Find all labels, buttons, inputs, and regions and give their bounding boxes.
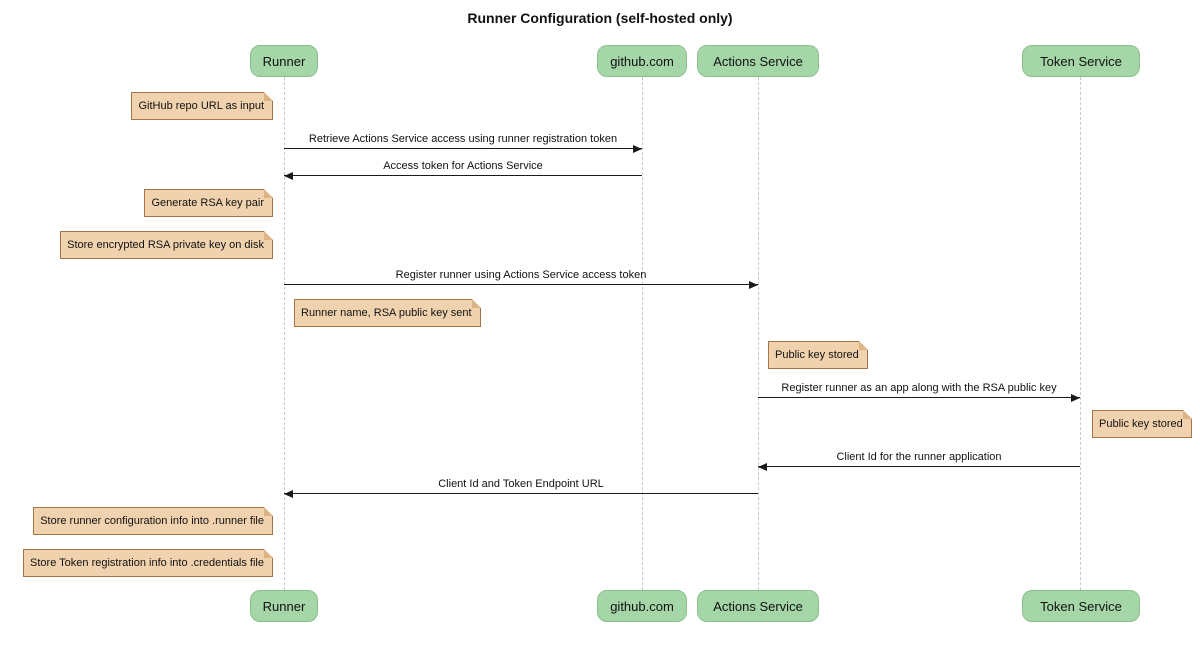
note-fold-icon <box>264 231 273 240</box>
message-line <box>284 490 758 498</box>
note-public-key-stored-actions: Public key stored <box>768 341 868 369</box>
note-fold-icon <box>264 507 273 516</box>
participant-actions-service-top: Actions Service <box>697 45 819 77</box>
note-public-key-stored-token: Public key stored <box>1092 410 1192 438</box>
participant-github-bottom: github.com <box>597 590 687 622</box>
message-label: Retrieve Actions Service access using ru… <box>308 133 618 145</box>
note-fold-icon <box>471 299 481 308</box>
message-label: Client Id and Token Endpoint URL <box>438 478 604 490</box>
arrowhead-left-icon <box>284 490 293 498</box>
message-line <box>284 281 758 289</box>
note-fold-icon <box>264 92 273 101</box>
note-text: Public key stored <box>775 349 859 361</box>
note-store-runner-file: Store runner configuration info into .ru… <box>33 507 273 535</box>
participant-label: Token Service <box>1040 598 1122 614</box>
arrowhead-left-icon <box>284 172 293 180</box>
lifeline-runner <box>284 77 285 590</box>
lifeline-actions-service <box>758 77 759 590</box>
message-line <box>284 145 642 153</box>
arrowhead-right-icon <box>749 281 758 289</box>
participant-label: Actions Service <box>713 53 803 69</box>
note-text: Store runner configuration info into .ru… <box>40 515 264 527</box>
arrowhead-right-icon <box>633 145 642 153</box>
lifeline-token-service <box>1080 77 1081 590</box>
note-fold-icon <box>264 189 273 198</box>
note-fold-icon <box>264 549 273 558</box>
note-text: Store encrypted RSA private key on disk <box>67 239 264 251</box>
participant-github-top: github.com <box>597 45 687 77</box>
participant-label: github.com <box>610 598 674 614</box>
participant-label: Runner <box>262 53 306 69</box>
participant-token-service-top: Token Service <box>1022 45 1140 77</box>
message-label: Register runner using Actions Service ac… <box>395 269 647 281</box>
note-store-private-key: Store encrypted RSA private key on disk <box>60 231 273 259</box>
note-text: Public key stored <box>1099 418 1183 430</box>
note-github-repo-url: GitHub repo URL as input <box>131 92 273 120</box>
lifeline-github <box>642 77 643 590</box>
note-text: Store Token registration info into .cred… <box>30 557 264 569</box>
participant-label: github.com <box>610 53 674 69</box>
message-label: Register runner as an app along with the… <box>781 382 1057 394</box>
participant-label: Actions Service <box>713 598 803 614</box>
note-generate-rsa: Generate RSA key pair <box>144 189 273 217</box>
message-line <box>284 172 642 180</box>
message-label: Access token for Actions Service <box>383 160 543 172</box>
note-store-credentials-file: Store Token registration info into .cred… <box>23 549 273 577</box>
participant-runner-bottom: Runner <box>250 590 318 622</box>
note-fold-icon <box>858 341 868 350</box>
note-text: Runner name, RSA public key sent <box>301 307 472 319</box>
diagram-title: Runner Configuration (self-hosted only) <box>467 10 733 26</box>
participant-actions-service-bottom: Actions Service <box>697 590 819 622</box>
message-line <box>758 463 1080 471</box>
arrowhead-right-icon <box>1071 394 1080 402</box>
note-runner-name-sent: Runner name, RSA public key sent <box>294 299 481 327</box>
participant-label: Runner <box>262 598 306 614</box>
participant-token-service-bottom: Token Service <box>1022 590 1140 622</box>
message-label: Client Id for the runner application <box>836 451 1002 463</box>
note-text: GitHub repo URL as input <box>138 100 264 112</box>
participant-label: Token Service <box>1040 53 1122 69</box>
message-line <box>758 394 1080 402</box>
note-text: Generate RSA key pair <box>151 197 264 209</box>
participant-runner-top: Runner <box>250 45 318 77</box>
note-fold-icon <box>1182 410 1192 419</box>
arrowhead-left-icon <box>758 463 767 471</box>
